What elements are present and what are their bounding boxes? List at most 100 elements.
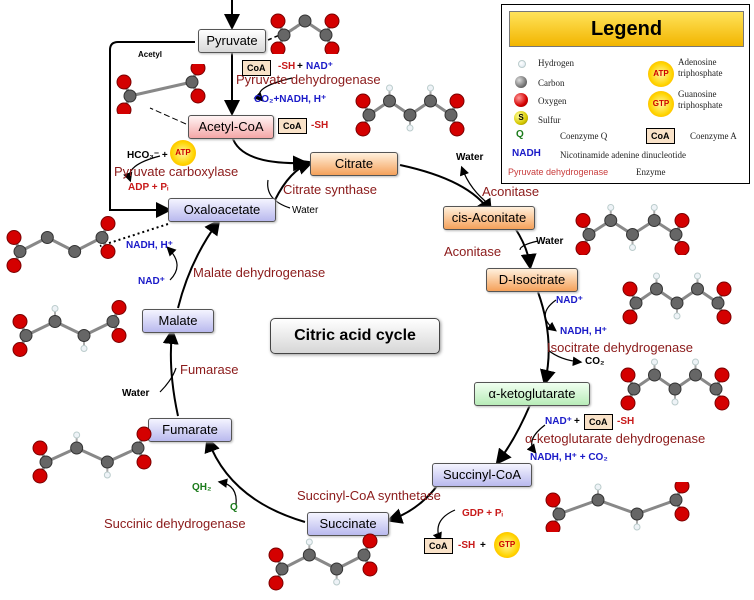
carbon-atom	[131, 441, 145, 455]
sulfur-icon: S	[514, 111, 528, 125]
oxygen-icon	[514, 93, 528, 107]
cycle-arc-malate-oxaloacetate	[177, 218, 221, 309]
oxygen-atom	[362, 533, 378, 549]
hydrogen-atom	[427, 84, 434, 92]
node-d-isocitrate: D-Isocitrate	[486, 268, 578, 292]
node-succinate: Succinate	[307, 512, 389, 536]
molecule-sketch	[270, 13, 340, 57]
oxygen-atom	[622, 281, 638, 297]
cycle-title: Citric acid cycle	[270, 318, 440, 354]
label-sh-scs: -SH	[458, 540, 476, 551]
molecule-acetyl-coa	[116, 60, 206, 118]
hydrogen-atom	[80, 345, 88, 352]
molecule-cis-aconitate	[575, 200, 690, 256]
hydrogen-atom	[633, 523, 641, 531]
carbon-atom	[48, 315, 62, 328]
legend-q-symbol: Q	[516, 129, 524, 140]
curl-water-cs	[267, 179, 291, 209]
oxygen-atom	[575, 213, 591, 228]
oxygen-atom	[674, 506, 690, 522]
label-water-aconitase-in: Water	[536, 236, 564, 247]
oxygen-atom	[270, 41, 286, 57]
carbon-atom	[582, 228, 596, 241]
oxygen-atom	[545, 520, 561, 536]
node-citrate: Citrate	[310, 152, 398, 176]
carbon-atom	[630, 507, 644, 521]
carbon-atom	[689, 368, 702, 382]
oxygen-atom	[545, 492, 561, 508]
legend-enzyme: Enzyme	[636, 167, 666, 177]
legend-title: Legend	[509, 11, 744, 47]
oxygen-atom	[620, 367, 636, 383]
oxygen-atom	[674, 478, 690, 494]
oxygen-atom	[32, 468, 48, 484]
carbon-atom	[424, 94, 437, 108]
hydrogen-atom	[51, 305, 59, 312]
molecule-malate	[12, 296, 127, 361]
carbon-atom	[302, 548, 316, 562]
oxygen-atom	[268, 547, 284, 563]
curl-nad-icdh	[544, 299, 557, 332]
oxygen-atom	[6, 230, 22, 245]
node-succinyl-coa: Succinyl-CoA	[432, 463, 532, 487]
carbon-atom	[100, 455, 114, 469]
legend-enzyme-example: Pyruvate dehydrogenase	[508, 167, 609, 177]
oxygen-atom	[716, 281, 732, 297]
dotted-oxaloacetate-molecule	[99, 223, 169, 247]
cycle-arc-fumarate-malate	[162, 328, 179, 417]
carbon-atom	[669, 228, 683, 241]
enzyme-akg-dehydrogenase: α-ketoglutarate dehydrogenase	[525, 431, 706, 446]
enzyme-succinyl-coa-synthetase: Succinyl-CoA synthetase	[297, 488, 441, 503]
oxygen-atom	[100, 244, 116, 259]
oxygen-atom	[116, 74, 132, 90]
label-nad-akgdh: NAD⁺	[545, 416, 572, 427]
hydrogen-atom	[406, 124, 414, 132]
oxygen-atom	[449, 93, 465, 109]
carbon-atom	[185, 75, 199, 89]
carbon-atom	[277, 28, 291, 42]
legend-gtp: Guanosine triphosphate	[678, 89, 723, 110]
carbon-atom	[627, 382, 641, 396]
oxygen-atom	[355, 121, 371, 137]
molecule-sketch	[622, 272, 732, 325]
oxygen-atom	[714, 367, 730, 383]
oxygen-atom	[136, 454, 152, 470]
label-water-fumarase: Water	[122, 388, 150, 399]
curl-water-aconitase	[459, 165, 491, 206]
oxygen-atom	[6, 258, 22, 273]
legend-atp: Adenosine triphosphate	[678, 57, 723, 78]
hydrogen-atom	[305, 538, 313, 546]
carbon-atom	[403, 108, 417, 122]
hydrogen-atom	[103, 471, 111, 479]
enzyme-aconitase-2: Aconitase	[444, 244, 502, 259]
cycle-arc-aconitate-isocitrate	[514, 227, 537, 270]
label-sh-akgdh: -SH	[617, 416, 635, 427]
oxygen-atom	[12, 314, 28, 329]
node-acetyl-coa: Acetyl-CoA	[188, 115, 274, 139]
carbon-atom	[95, 231, 109, 244]
carbon-atom	[648, 368, 661, 382]
hydrogen-atom	[607, 204, 615, 211]
legend-oxygen: Oxygen	[538, 96, 567, 106]
label-sh-pdh: -SH	[278, 61, 296, 72]
oxygen-atom	[111, 328, 127, 343]
legend-gtp-icon: GTP	[648, 91, 674, 117]
label-nad-pdh: NAD⁺	[306, 61, 333, 72]
coa-box-akgdh: CoA	[584, 414, 613, 430]
carbon-atom	[40, 231, 54, 244]
hydrogen-atom	[692, 358, 699, 366]
molecule-sketch	[545, 478, 690, 536]
carbon-atom	[709, 382, 723, 396]
enzyme-succinic-dehydrogenase: Succinic dehydrogenase	[104, 516, 246, 531]
node-oxaloacetate: Oxaloacetate	[168, 198, 276, 222]
carbon-atom	[362, 108, 376, 122]
carbon-atom	[669, 493, 683, 507]
label-qh2: QH₂	[192, 482, 212, 493]
hydrogen-atom	[73, 431, 81, 439]
carbon-atom	[711, 296, 725, 310]
coa-box-pdh: CoA	[242, 60, 271, 76]
curl-q-sdh	[217, 478, 237, 506]
carbon-atom	[106, 315, 120, 328]
